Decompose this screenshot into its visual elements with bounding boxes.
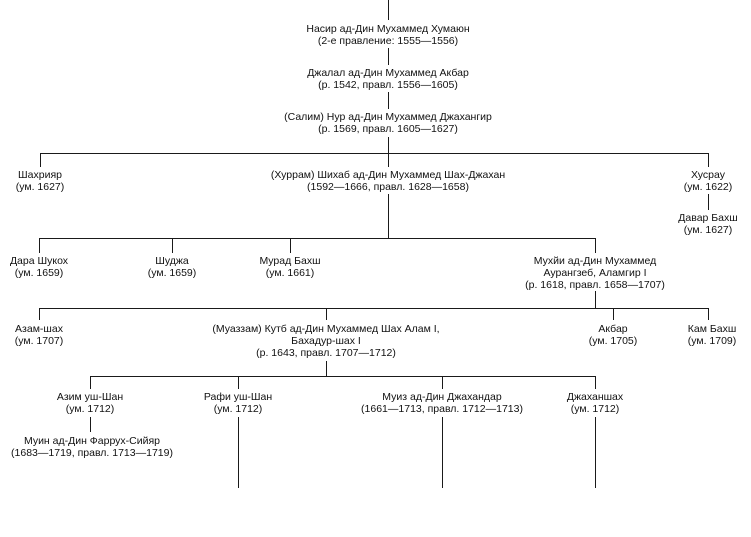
node-name: Мурад Бахш xyxy=(259,255,321,267)
node-name: Акбар xyxy=(598,323,628,335)
node-name: Хусрау xyxy=(691,169,725,181)
node-azim-ush-shan: Азим уш-Шан (ум. 1712) xyxy=(57,391,123,415)
node-dates: (ум. 1661) xyxy=(265,267,315,279)
node-name: Джалал ад-Дин Мухаммед Акбар xyxy=(307,67,469,79)
node-name: Кам Бахш xyxy=(687,323,737,335)
node-bahadur-shah: (Муаззам) Кутб ад-Дин Мухаммед Шах Алам … xyxy=(212,323,439,359)
node-shuja: Шуджа (ум. 1659) xyxy=(148,255,197,279)
node-murad-bakhsh: Мурад Бахш (ум. 1661) xyxy=(259,255,320,279)
node-humayun: Насир ад-Дин Мухаммед Хумаюн (2-е правле… xyxy=(306,23,469,47)
node-name: Давар Бахш xyxy=(678,212,738,224)
node-dates: (ум. 1712) xyxy=(570,403,620,415)
node-dates: (ум. 1659) xyxy=(147,267,197,279)
node-jahan-shah: Джаханшах (ум. 1712) xyxy=(567,391,623,415)
node-dates: (ум. 1709) xyxy=(687,335,737,347)
node-dawar-bakhsh: Давар Бахш (ум. 1627) xyxy=(678,212,737,236)
node-dates: (1592—1666, правл. 1628—1658) xyxy=(307,181,469,193)
node-dates: (1661—1713, правл. 1712—1713) xyxy=(361,403,523,415)
node-dates: (2-е правление: 1555—1556) xyxy=(317,35,459,47)
node-title: Бахадур-шах I xyxy=(291,335,361,347)
node-title: Аурангзеб, Аламгир I xyxy=(543,267,647,279)
node-name: Рафи уш-Шан xyxy=(203,391,273,403)
node-dates: (р. 1569, правл. 1605—1627) xyxy=(318,123,458,135)
node-dara-shukoh: Дара Шукох (ум. 1659) xyxy=(10,255,68,279)
node-dates: (ум. 1712) xyxy=(213,403,263,415)
node-dates: (ум. 1622) xyxy=(683,181,733,193)
node-dates: (ум. 1659) xyxy=(14,267,64,279)
node-azam-shah: Азам-шах (ум. 1707) xyxy=(15,323,64,347)
node-name: Дара Шукох xyxy=(9,255,69,267)
node-name: Муин ад-Дин Фаррух-Сийяр xyxy=(23,435,161,447)
node-name: Мухйи ад-Дин Мухаммед xyxy=(533,255,657,267)
node-name: Муиз ад-Дин Джахандар xyxy=(382,391,502,403)
node-kam-bakhsh: Кам Бахш (ум. 1709) xyxy=(688,323,737,347)
node-akbar: Джалал ад-Дин Мухаммед Акбар (р. 1542, п… xyxy=(307,67,469,91)
node-name: (Салим) Нур ад-Дин Мухаммед Джахангир xyxy=(284,111,492,123)
node-dates: (р. 1618, правл. 1658—1707) xyxy=(525,279,665,291)
node-name: Шуджа xyxy=(155,255,189,267)
node-dates: (р. 1643, правл. 1707—1712) xyxy=(256,347,396,359)
node-dates: (1683—1719, правл. 1713—1719) xyxy=(11,447,173,459)
node-name: Джаханшах xyxy=(566,391,624,403)
node-shahriyar: Шахрияр (ум. 1627) xyxy=(16,169,65,193)
node-dates: (ум. 1627) xyxy=(683,224,733,236)
node-name: (Хуррам) Шихаб ад-Дин Мухаммед Шах-Джаха… xyxy=(270,169,506,181)
node-name: (Муаззам) Кутб ад-Дин Мухаммед Шах Алам … xyxy=(212,323,440,335)
node-jahandar: Муиз ад-Дин Джахандар (1661—1713, правл.… xyxy=(361,391,523,415)
node-jahangir: (Салим) Нур ад-Дин Мухаммед Джахангир (р… xyxy=(284,111,492,135)
node-name: Азам-шах xyxy=(15,323,63,335)
node-dates: (р. 1542, правл. 1556—1605) xyxy=(318,79,458,91)
node-aurangzeb: Мухйи ад-Дин Мухаммед Аурангзеб, Аламгир… xyxy=(525,255,665,291)
node-farrukhsiyar: Муин ад-Дин Фаррух-Сийяр (1683—1719, пра… xyxy=(11,435,173,459)
node-dates: (ум. 1712) xyxy=(65,403,115,415)
node-name: Азим уш-Шан xyxy=(56,391,124,403)
node-dates: (ум. 1705) xyxy=(588,335,638,347)
node-shah-jahan: (Хуррам) Шихаб ад-Дин Мухаммед Шах-Джаха… xyxy=(271,169,505,193)
node-khusrau: Хусрау (ум. 1622) xyxy=(684,169,733,193)
node-akbar-son: Акбар (ум. 1705) xyxy=(589,323,638,347)
node-rafi-ush-shan: Рафи уш-Шан (ум. 1712) xyxy=(204,391,272,415)
node-name: Насир ад-Дин Мухаммед Хумаюн xyxy=(306,23,470,35)
node-dates: (ум. 1627) xyxy=(15,181,65,193)
node-dates: (ум. 1707) xyxy=(14,335,64,347)
node-name: Шахрияр xyxy=(18,169,62,181)
